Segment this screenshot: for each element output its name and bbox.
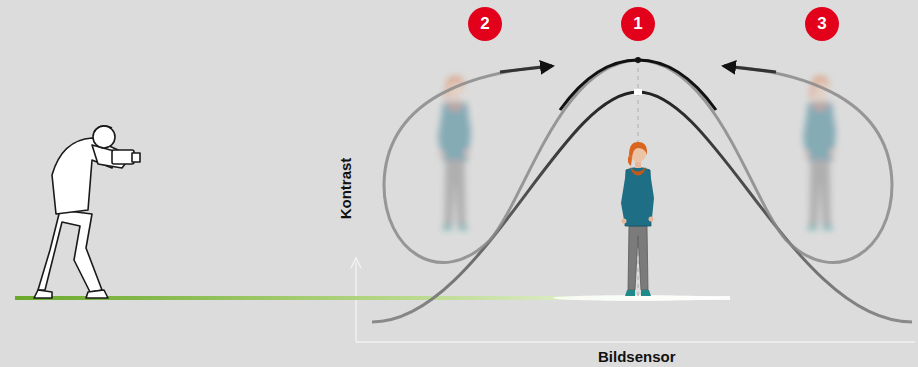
- callout-circle: 3: [805, 7, 839, 41]
- callout-circle: 2: [468, 7, 502, 41]
- peak-marker: [634, 89, 642, 95]
- callout-number: 3: [817, 14, 826, 34]
- subject-in-focus: [621, 142, 654, 296]
- peak-dot: [635, 57, 641, 63]
- y-axis: [355, 262, 357, 342]
- y-axis-arrow: [351, 258, 361, 268]
- axis-label: Kontrast: [337, 157, 354, 219]
- callout-number: 1: [633, 14, 642, 34]
- focus-arrow: [500, 66, 552, 72]
- focus-distance-ground: [15, 296, 730, 300]
- blurred-subject: [803, 76, 836, 230]
- axis-label: Bildsensor: [598, 348, 676, 365]
- blurred-subject: [438, 76, 471, 230]
- focus-arrow: [724, 66, 776, 72]
- callout-circle: 1: [621, 7, 655, 41]
- focus-loop-right: [638, 60, 892, 262]
- x-axis: [356, 341, 915, 343]
- contrast-peak: [560, 60, 716, 110]
- focus-loop-left: [384, 60, 638, 262]
- callout-number: 2: [480, 14, 489, 34]
- photographer: [34, 126, 140, 298]
